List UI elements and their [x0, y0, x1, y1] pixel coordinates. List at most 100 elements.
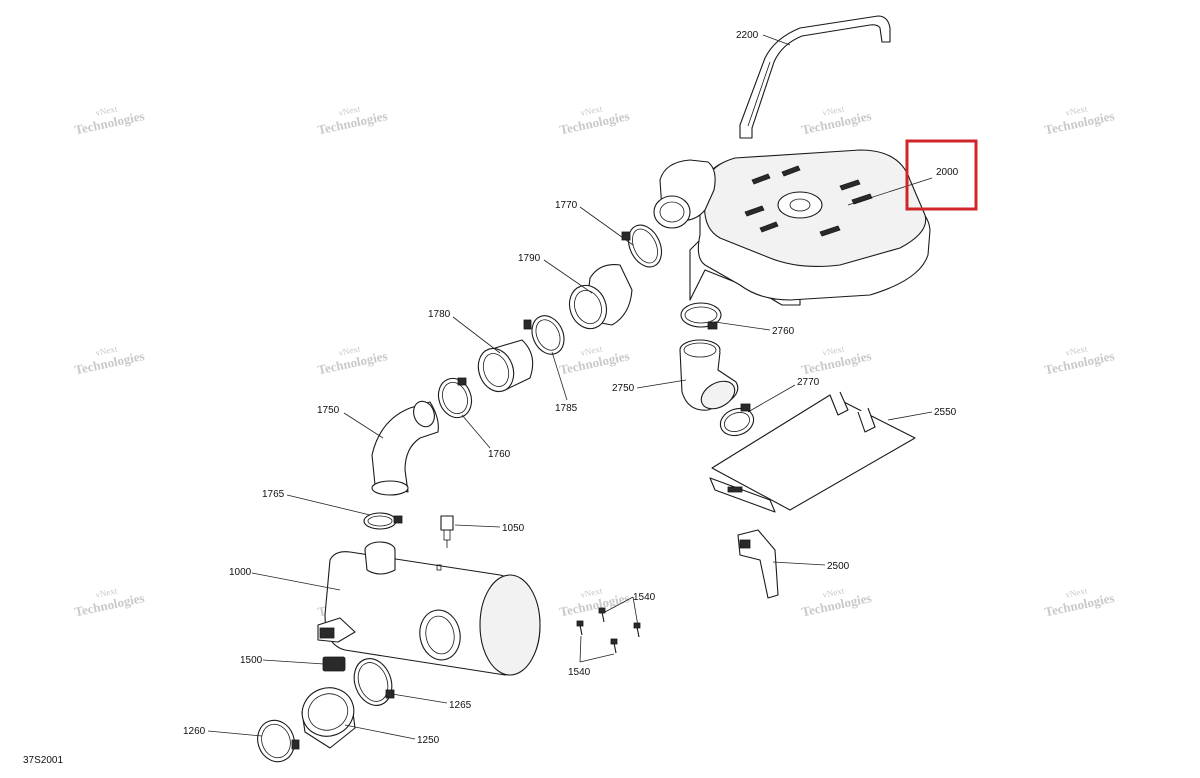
part-2200-strap-drawing[interactable]: [739, 15, 891, 139]
part-label-1050[interactable]: 1050: [502, 523, 525, 534]
watermark-line1: vNext: [337, 103, 361, 117]
watermark-line1: vNext: [821, 103, 845, 117]
watermark: vNext Technologies: [558, 103, 631, 137]
part-label-1540-bottom[interactable]: 1540: [568, 667, 591, 678]
part-2550-support-plate-drawing[interactable]: [709, 391, 916, 513]
leader-1760: [461, 414, 491, 449]
leader-1265: [391, 693, 448, 704]
part-label-1540-top[interactable]: 1540: [633, 592, 656, 603]
part-label-1790[interactable]: 1790: [518, 253, 541, 264]
part-1790-intake-adapter-drawing[interactable]: [564, 263, 633, 334]
part-1250-coupler-drawing[interactable]: [295, 681, 360, 749]
part-2500-bracket-drawing[interactable]: [737, 529, 779, 599]
part-1760-clamp-drawing[interactable]: [433, 374, 477, 423]
watermark: vNext Technologies: [73, 103, 146, 137]
leader-2000: [847, 177, 933, 206]
part-label-1765[interactable]: 1765: [262, 489, 285, 500]
watermark-line1: vNext: [1064, 103, 1088, 117]
watermark-line1: vNext: [579, 103, 603, 117]
leader-1000: [251, 572, 341, 591]
watermark: vNext Technologies: [73, 343, 146, 377]
part-2000-air-box-drawing[interactable]: [653, 149, 931, 306]
watermark: vNext Technologies: [1043, 103, 1116, 137]
part-2760-clamp-drawing[interactable]: [680, 302, 722, 330]
leader-1780: [452, 316, 501, 354]
part-label-1265[interactable]: 1265: [449, 700, 472, 711]
part-1750-elbow-duct-drawing[interactable]: [371, 398, 439, 496]
part-label-2500[interactable]: 2500: [827, 561, 850, 572]
watermark: vNext Technologies: [558, 585, 631, 619]
part-1265-clamp-drawing[interactable]: [348, 653, 398, 710]
watermark-line1: vNext: [1064, 585, 1088, 599]
leader-2770: [747, 384, 796, 413]
part-label-2200[interactable]: 2200: [736, 30, 759, 41]
part-1050-sensor-drawing[interactable]: [440, 515, 454, 548]
leader-2760: [714, 321, 771, 331]
watermark-layer: vNext Technologies vNext Technologies vN…: [73, 103, 1116, 619]
watermark: vNext Technologies: [73, 585, 146, 619]
leader-1250: [344, 724, 416, 740]
leader-1770: [579, 206, 634, 246]
leader-2500: [772, 561, 826, 566]
watermark: vNext Technologies: [800, 103, 873, 137]
highlight-box-part-2000[interactable]: [905, 139, 978, 211]
watermark: vNext Technologies: [800, 585, 873, 619]
leader-1785: [551, 351, 568, 401]
part-label-1760[interactable]: 1760: [488, 449, 511, 460]
part-number-labels: 2200 2000 1770 1790 1780 1785 1760 1750 …: [183, 30, 959, 746]
watermark-line1: vNext: [94, 343, 118, 357]
watermark: vNext Technologies: [1043, 585, 1116, 619]
part-label-1260[interactable]: 1260: [183, 726, 206, 737]
watermark-line1: vNext: [579, 585, 603, 599]
leader-2200: [762, 34, 791, 46]
leader-1750: [343, 412, 384, 439]
part-label-2770[interactable]: 2770: [797, 377, 820, 388]
watermark-line1: vNext: [821, 585, 845, 599]
part-label-1780[interactable]: 1780: [428, 309, 451, 320]
leader-1540-d: [632, 596, 639, 627]
part-label-1500[interactable]: 1500: [240, 655, 263, 666]
part-1540-screws-drawing[interactable]: [576, 607, 641, 654]
leader-lines: [207, 34, 933, 740]
leader-1050: [454, 524, 501, 528]
part-1780-coupler-drawing[interactable]: [473, 339, 534, 396]
part-1770-clamp-drawing[interactable]: [621, 220, 668, 273]
leader-1765: [286, 494, 371, 516]
leader-2550: [887, 411, 933, 421]
watermark-line1: vNext: [94, 103, 118, 117]
part-1765-clamp-drawing[interactable]: [363, 512, 403, 530]
leader-2750: [636, 379, 687, 389]
watermark: vNext Technologies: [316, 103, 389, 137]
part-2750-elbow-boot-drawing[interactable]: [679, 339, 740, 414]
part-label-1785[interactable]: 1785: [555, 403, 578, 414]
part-1260-clamp-drawing[interactable]: [252, 715, 300, 767]
part-label-1250[interactable]: 1250: [417, 735, 440, 746]
watermark-line1: vNext: [337, 343, 361, 357]
watermark: vNext Technologies: [316, 343, 389, 377]
part-1000-resonator-drawing[interactable]: [317, 541, 541, 676]
drawing-code: 37S2001: [23, 755, 63, 766]
watermark: vNext Technologies: [1043, 343, 1116, 377]
watermark: vNext Technologies: [800, 343, 873, 377]
leader-1540-c: [604, 596, 634, 613]
leader-1540-a: [579, 635, 582, 663]
leader-1790: [543, 259, 593, 294]
leader-1260: [207, 730, 263, 737]
part-label-2550[interactable]: 2550: [934, 407, 957, 418]
part-label-2760[interactable]: 2760: [772, 326, 795, 337]
part-2770-clamp-drawing[interactable]: [717, 403, 758, 440]
part-1500-grommet-drawing[interactable]: [322, 656, 346, 672]
watermark-line1: vNext: [821, 343, 845, 357]
watermark: vNext Technologies: [558, 343, 631, 377]
part-1785-clamp-drawing[interactable]: [523, 311, 570, 360]
part-label-1750[interactable]: 1750: [317, 405, 340, 416]
leader-1540-b: [579, 653, 615, 663]
part-label-1000[interactable]: 1000: [229, 567, 252, 578]
part-label-1770[interactable]: 1770: [555, 200, 578, 211]
watermark-line1: vNext: [1064, 343, 1088, 357]
part-label-2000[interactable]: 2000: [936, 167, 959, 178]
watermark-line1: vNext: [94, 585, 118, 599]
leader-1500: [262, 659, 325, 665]
part-label-2750[interactable]: 2750: [612, 383, 635, 394]
